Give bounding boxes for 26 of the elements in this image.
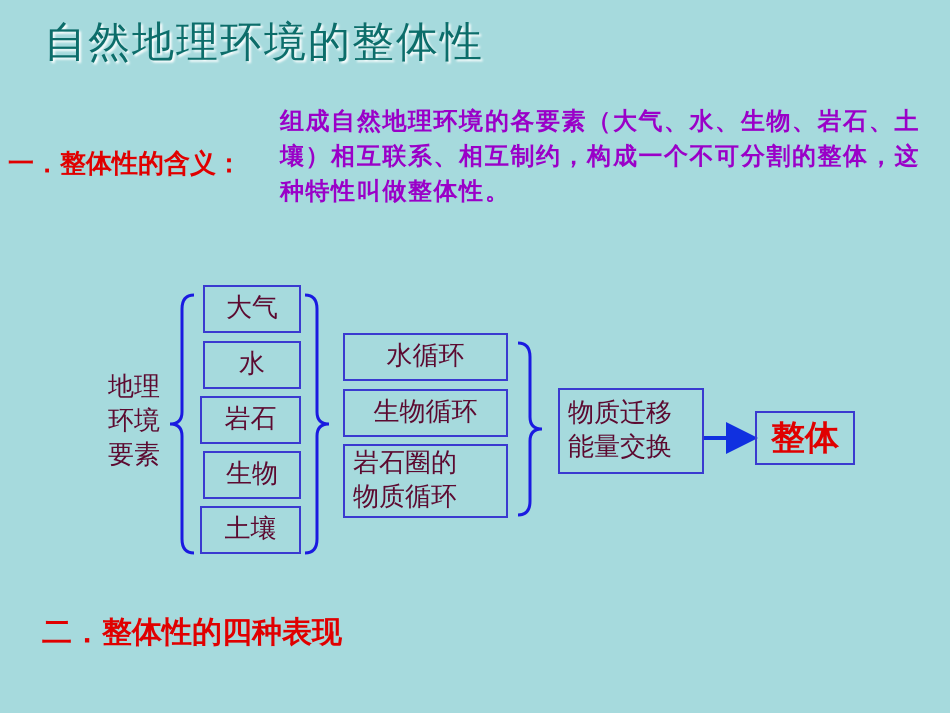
box-text: 整体 (771, 416, 839, 460)
text-box (203, 451, 301, 499)
text-box (200, 506, 301, 554)
text-box (343, 444, 508, 518)
text-box (200, 396, 301, 444)
slide-title: 自然地理环境的整体性 (44, 16, 484, 68)
text-box (203, 341, 301, 389)
box-text: 生物 (226, 458, 278, 492)
box-text: 岩石 (224, 403, 276, 436)
box-text: 岩石圈的物质循环 (353, 447, 457, 514)
definition-paragraph: 组成自然地理环境的各要素（大气、水、生物、岩石、土壤）相互联系、相互制约，构成一个不可分割的整体，这种特性叫做整体性。 (280, 106, 921, 207)
text-box (343, 333, 508, 381)
box-text: 水 (239, 348, 265, 382)
text-box (755, 411, 855, 465)
section-heading: 一．整体性的含义： (8, 148, 242, 181)
box-text: 土壤 (224, 513, 276, 546)
text-box (203, 285, 301, 333)
box-text: 物质迁移能量交换 (568, 397, 673, 464)
box-text: 大气 (226, 292, 278, 326)
section-heading: 二．整体性的四种表现 (42, 614, 342, 652)
arrow (704, 422, 758, 454)
text-box (558, 388, 704, 474)
box-text: 水循环 (386, 340, 464, 374)
text-box (343, 389, 508, 437)
box-text: 地理环境要素 (108, 371, 160, 472)
box-text: 生物循环 (374, 396, 478, 430)
